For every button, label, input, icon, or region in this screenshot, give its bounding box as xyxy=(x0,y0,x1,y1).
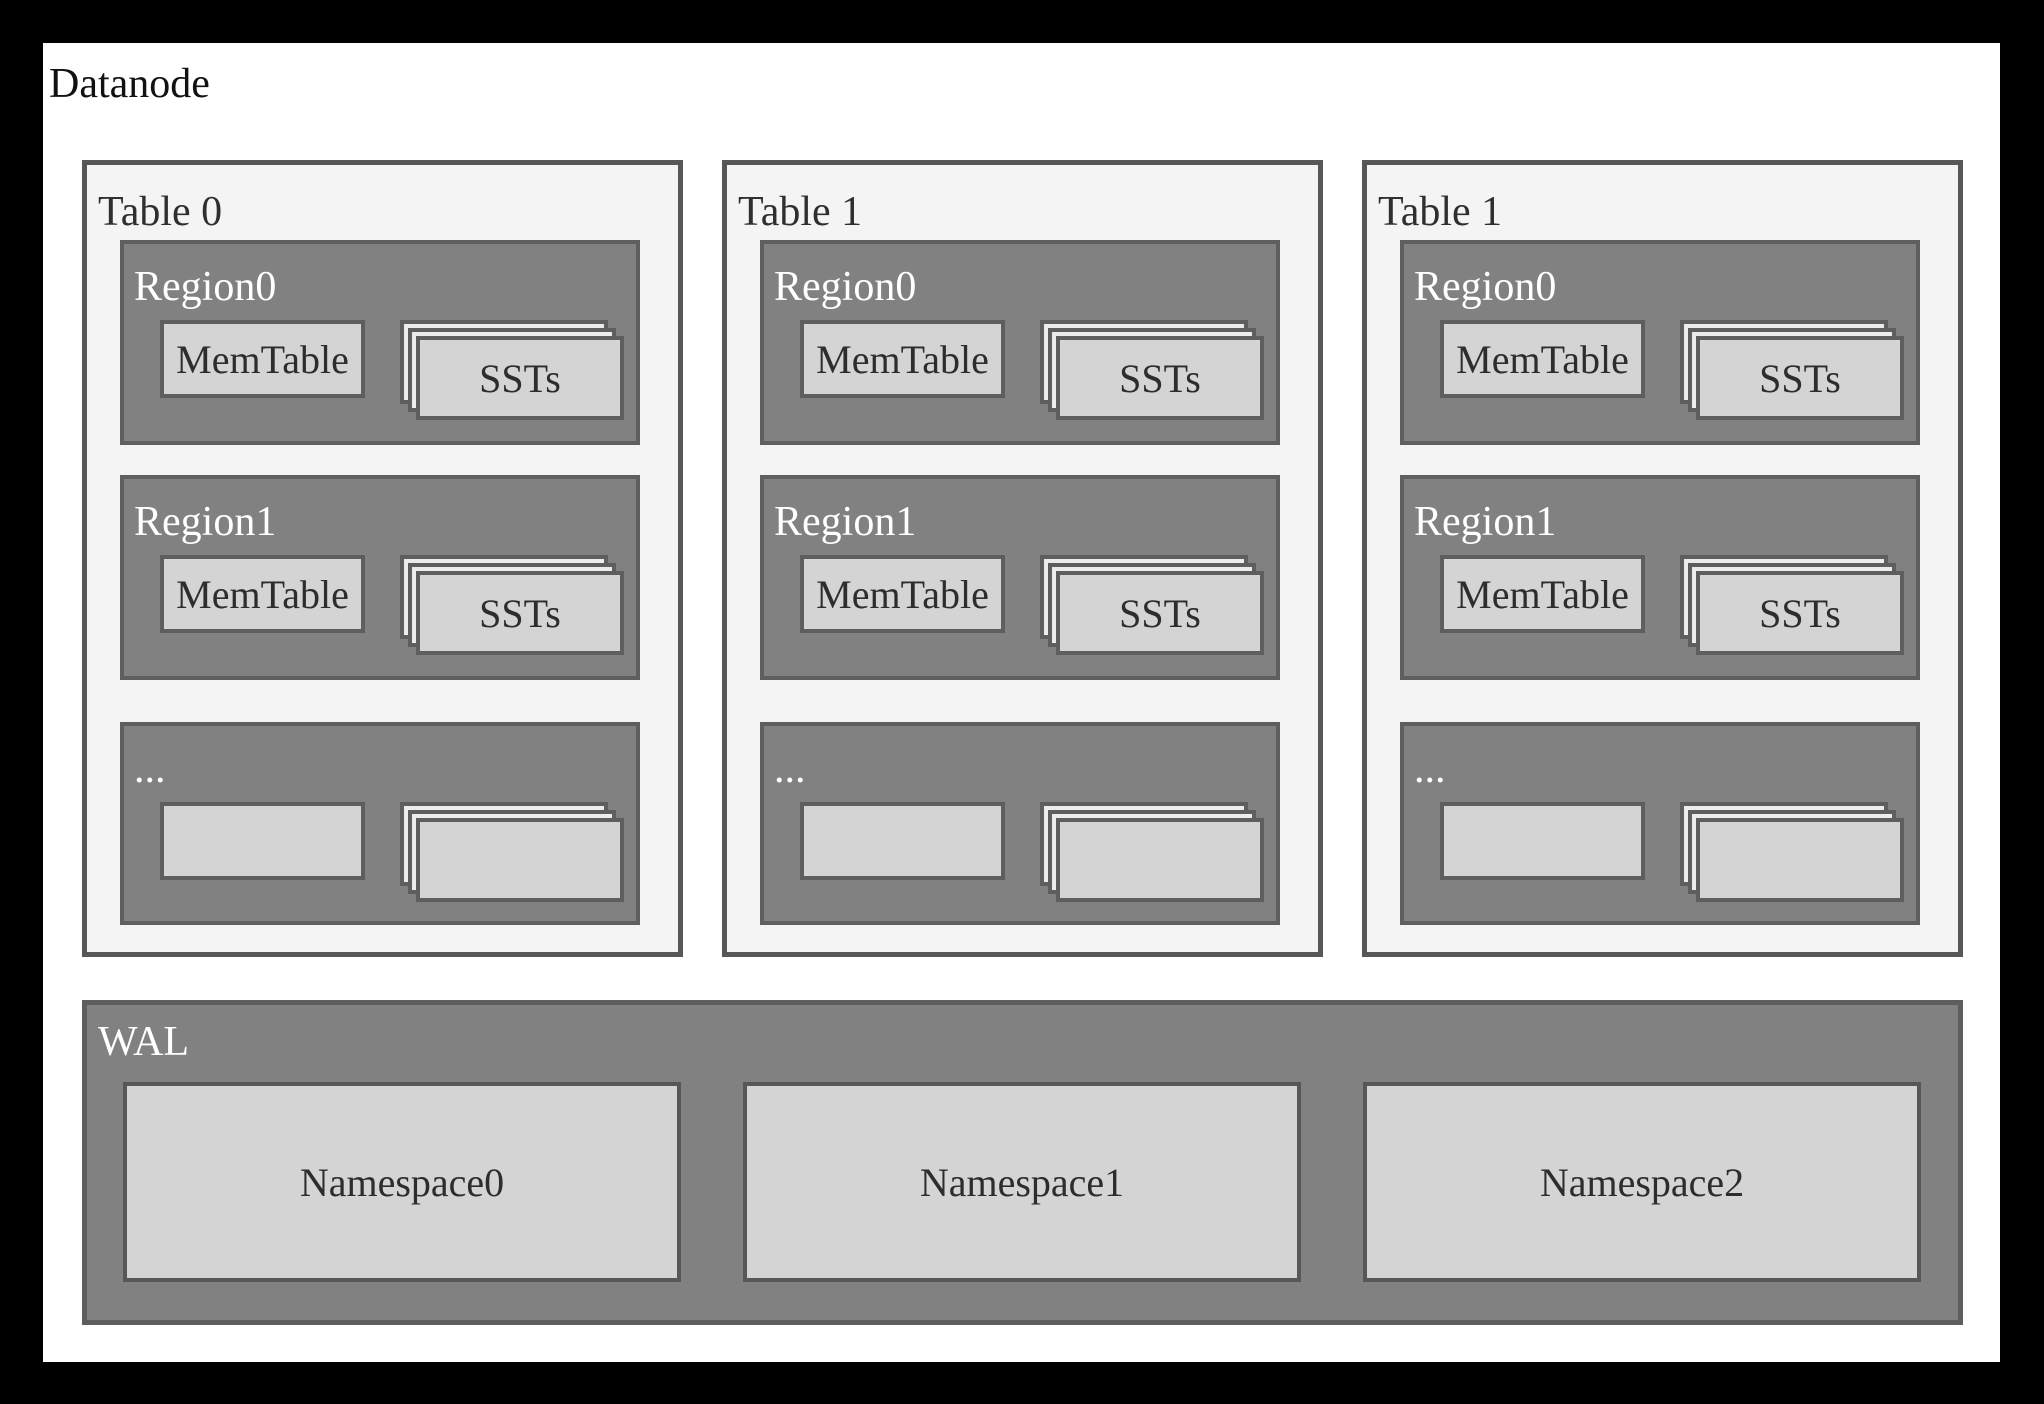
ssts-box-empty xyxy=(1696,818,1904,902)
ssts-stack: SSTs xyxy=(1680,555,1904,657)
region-box-ellipsis: ... xyxy=(1400,722,1920,925)
ssts-stack xyxy=(1680,802,1904,904)
ssts-stack: SSTs xyxy=(400,320,624,422)
wal-title: WAL xyxy=(98,1019,189,1065)
memtable-box: MemTable xyxy=(800,555,1005,633)
ssts-stack: SSTs xyxy=(1040,555,1264,657)
table-box-2: Table 1 Region0 MemTable SSTs Region1 Me… xyxy=(1362,160,1963,957)
region-title: ... xyxy=(134,746,166,792)
memtable-box-empty xyxy=(1440,802,1645,880)
region-box: Region0 MemTable SSTs xyxy=(120,240,640,445)
region-box-ellipsis: ... xyxy=(120,722,640,925)
ssts-stack: SSTs xyxy=(400,555,624,657)
memtable-box-empty xyxy=(160,802,365,880)
namespace-box-2: Namespace2 xyxy=(1363,1082,1921,1282)
memtable-box: MemTable xyxy=(1440,555,1645,633)
table-box-1: Table 1 Region0 MemTable SSTs Region1 Me… xyxy=(722,160,1323,957)
ssts-box-empty xyxy=(1056,818,1264,902)
ssts-stack: SSTs xyxy=(1040,320,1264,422)
ssts-box-empty xyxy=(416,818,624,902)
ssts-box: SSTs xyxy=(1056,336,1264,420)
region-title: ... xyxy=(1414,746,1446,792)
region-box: Region1 MemTable SSTs xyxy=(120,475,640,680)
region-title: ... xyxy=(774,746,806,792)
region-title: Region1 xyxy=(774,499,917,545)
datanode-panel: Datanode Table 0 Region0 MemTable SSTs R… xyxy=(43,43,2000,1362)
region-title: Region0 xyxy=(1414,264,1557,310)
ssts-box: SSTs xyxy=(1696,336,1904,420)
region-title: Region0 xyxy=(134,264,277,310)
table-title: Table 0 xyxy=(98,189,223,235)
ssts-box: SSTs xyxy=(416,336,624,420)
memtable-box: MemTable xyxy=(1440,320,1645,398)
ssts-box: SSTs xyxy=(1056,571,1264,655)
table-title: Table 1 xyxy=(738,189,863,235)
table-box-0: Table 0 Region0 MemTable SSTs Region1 Me… xyxy=(82,160,683,957)
ssts-box: SSTs xyxy=(416,571,624,655)
region-box: Region0 MemTable SSTs xyxy=(1400,240,1920,445)
ssts-box: SSTs xyxy=(1696,571,1904,655)
table-title: Table 1 xyxy=(1378,189,1503,235)
ssts-stack xyxy=(400,802,624,904)
memtable-box-empty xyxy=(800,802,1005,880)
region-title: Region0 xyxy=(774,264,917,310)
ssts-stack xyxy=(1040,802,1264,904)
memtable-box: MemTable xyxy=(800,320,1005,398)
region-title: Region1 xyxy=(1414,499,1557,545)
namespace-box-0: Namespace0 xyxy=(123,1082,681,1282)
region-box: Region1 MemTable SSTs xyxy=(760,475,1280,680)
memtable-box: MemTable xyxy=(160,555,365,633)
wal-box: WAL Namespace0 Namespace1 Namespace2 xyxy=(82,1000,1963,1325)
memtable-box: MemTable xyxy=(160,320,365,398)
region-title: Region1 xyxy=(134,499,277,545)
region-box-ellipsis: ... xyxy=(760,722,1280,925)
namespace-box-1: Namespace1 xyxy=(743,1082,1301,1282)
ssts-stack: SSTs xyxy=(1680,320,1904,422)
datanode-title: Datanode xyxy=(49,61,210,107)
region-box: Region0 MemTable SSTs xyxy=(760,240,1280,445)
region-box: Region1 MemTable SSTs xyxy=(1400,475,1920,680)
